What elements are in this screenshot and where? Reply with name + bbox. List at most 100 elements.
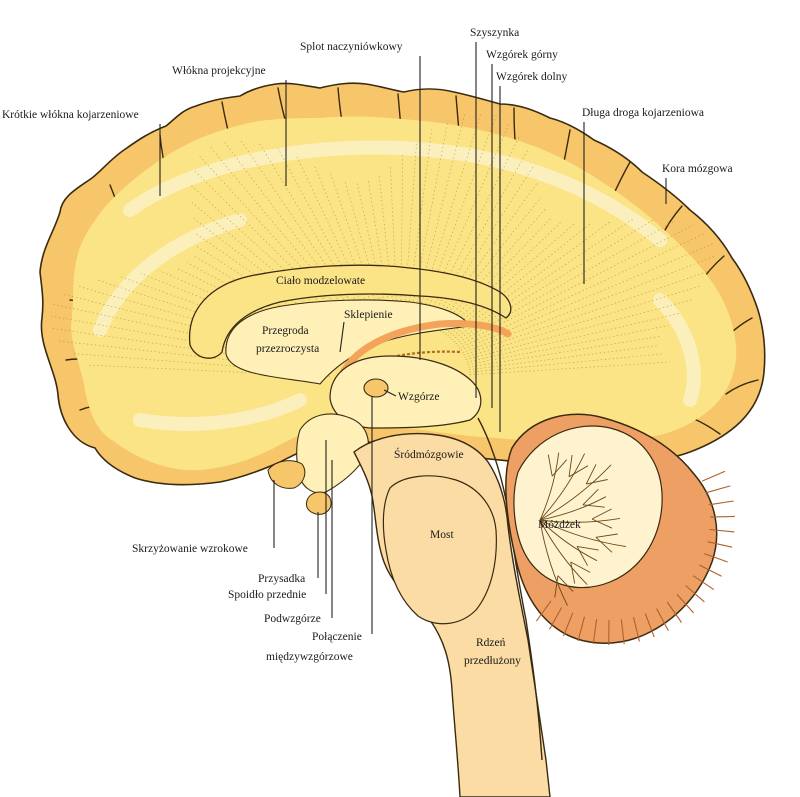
cerebellar-folium	[577, 616, 586, 642]
projection-fiber	[258, 141, 372, 326]
pituitary	[305, 491, 332, 515]
arbor-branch	[539, 519, 588, 585]
projection-fiber	[463, 270, 711, 356]
label-rdzen-2: przedłużony	[464, 655, 521, 667]
projection-fiber	[421, 123, 510, 324]
arbor-twig	[557, 575, 574, 592]
arbor-twig	[582, 504, 605, 508]
label-przegroda-1: Przegroda	[262, 325, 309, 337]
arbor-twig	[570, 561, 591, 573]
label-polaczenie-2: międzywzgórzowe	[266, 651, 353, 663]
label-srodmozgowie: Śródmózgowie	[394, 447, 464, 461]
arbor-twig	[585, 464, 597, 485]
projection-fiber	[199, 155, 361, 332]
cerebellar-folium	[666, 601, 682, 623]
projection-fiber	[468, 345, 659, 371]
label-most: Most	[430, 529, 454, 541]
projection-fiber	[469, 353, 662, 373]
leader-lines	[159, 42, 667, 634]
arbor-branch	[539, 517, 621, 523]
label-skrzyzowanie: Skrzyżowanie wzrokowe	[132, 543, 248, 555]
label-spoidlo: Spoidło przednie	[228, 589, 306, 601]
label-mozdzek: Móżdżek	[538, 519, 581, 531]
projection-fiber	[412, 113, 466, 322]
label-cialo: Ciało modzelowate	[276, 275, 365, 287]
projection-fiber	[418, 115, 497, 323]
cerebellar-folium	[676, 593, 695, 614]
pons	[382, 475, 497, 625]
leader-wzgorze	[383, 389, 397, 397]
cerebellar-folium	[632, 617, 640, 642]
projection-fiber	[449, 220, 612, 339]
projection-fiber	[462, 255, 715, 354]
arbor-branch	[539, 519, 568, 606]
cerebellar-folium	[692, 575, 715, 591]
cerebellar-folium	[706, 485, 731, 494]
cerebellar-folium	[620, 619, 625, 645]
cerebral-aqueduct	[477, 417, 543, 761]
cerebellar-folium	[709, 515, 735, 518]
arbor-twig	[576, 545, 599, 551]
cerebellar-folium	[644, 613, 655, 638]
leader-sklepienie	[339, 321, 345, 353]
projection-fiber	[193, 169, 359, 333]
cerebellar-folium	[549, 607, 563, 630]
projection-fiber	[356, 182, 389, 322]
label-rdzen-1: Rdzeń	[476, 637, 506, 649]
label-podwzgorze: Podwzgórze	[264, 613, 321, 625]
white-matter-streaks	[93, 140, 701, 431]
arbor-twig	[547, 454, 553, 477]
label-splot: Splot naczyniówkowy	[300, 41, 403, 53]
projection-fiber	[367, 181, 392, 321]
arbor-vitae-branches	[539, 452, 627, 606]
projection-fiber	[457, 224, 694, 347]
arbor-twig	[595, 536, 613, 553]
label-przegroda-2: przezroczysta	[256, 343, 319, 355]
cerebellar-folium	[562, 612, 574, 637]
projection-fiber	[175, 267, 342, 348]
arbor-twig	[570, 561, 576, 584]
cerebellar-folia	[535, 470, 735, 646]
label-wzgorek-dolny: Wzgórek dolny	[496, 71, 567, 83]
projection-fiber	[406, 129, 433, 321]
arbor-twig	[591, 518, 613, 529]
label-dluga-droga: Długa droga kojarzeniowa	[582, 107, 704, 119]
label-kora: Kora mózgowa	[662, 163, 733, 175]
label-szyszynka: Szyszynka	[470, 27, 519, 39]
thalamus	[329, 355, 482, 429]
projection-fiber	[72, 353, 331, 375]
arbor-branch	[539, 453, 586, 521]
arbor-branch	[539, 519, 627, 548]
cerebellar-folium	[699, 564, 722, 577]
arbor-vitae	[513, 425, 663, 589]
label-sklepienie: Sklepienie	[344, 309, 393, 321]
cerebellar-folium	[592, 619, 598, 644]
optic-chiasm	[267, 460, 306, 489]
arbor-twig	[595, 533, 618, 538]
interthalamic-adhesion	[363, 378, 389, 398]
arbor-twig	[551, 459, 568, 477]
arbor-twig	[568, 465, 589, 478]
arbor-twig	[582, 488, 599, 506]
corpus-callosum	[188, 264, 512, 359]
label-kratkie-wlokna: Krótkie włókna kojarzeniowe	[2, 109, 139, 121]
projection-fiber	[193, 255, 346, 344]
projection-fiber	[140, 272, 339, 353]
arbor-twig	[576, 546, 588, 566]
arbor-twig	[586, 479, 608, 485]
labels: Krótkie włókna kojarzeniowe Włókna proje…	[2, 27, 733, 667]
cerebellar-folium	[701, 470, 726, 482]
cerebellar-folium	[704, 553, 728, 563]
projection-fiber	[468, 335, 662, 368]
cerebellar-folium	[709, 528, 735, 533]
projection-fiber	[465, 299, 692, 361]
cerebellar-folium	[535, 600, 552, 622]
arbor-branch	[539, 519, 598, 562]
arbor-twig	[554, 575, 559, 598]
projection-fiber	[239, 138, 369, 328]
label-przysadka: Przysadka	[258, 573, 305, 585]
septum-pellucidum	[225, 299, 471, 385]
projection-fiber	[464, 285, 703, 358]
projection-fiber	[466, 313, 680, 363]
